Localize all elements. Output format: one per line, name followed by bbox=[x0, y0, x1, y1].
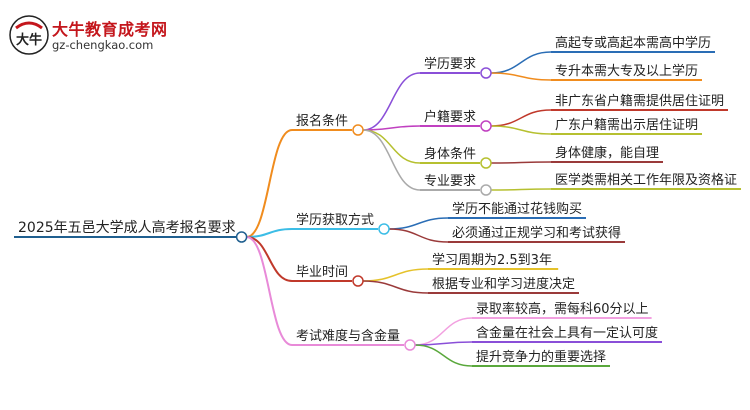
logo-mark-icon: 大牛 bbox=[9, 15, 49, 55]
sub-node-2[interactable]: 身体条件 bbox=[424, 146, 476, 162]
sub-node-0[interactable]: 学历要求 bbox=[424, 56, 476, 72]
leaf-node-0-0-1[interactable]: 专升本需大专及以上学历 bbox=[555, 63, 698, 79]
edge-sub1-leaf-0 bbox=[490, 109, 552, 127]
edge-branch0-sub-0 bbox=[362, 72, 421, 131]
branch-node-0[interactable]: 报名条件 bbox=[296, 113, 348, 129]
leaf-node-0-0-0[interactable]: 高起专或高起本需高中学历 bbox=[555, 35, 711, 51]
logo-url: gz-chengkao.com bbox=[52, 38, 154, 52]
branch-toggle-0[interactable] bbox=[352, 124, 364, 136]
sub-toggle-2[interactable] bbox=[480, 157, 492, 169]
sub-toggle-3[interactable] bbox=[480, 184, 492, 196]
leaf-node-1-1[interactable]: 必须通过正规学习和考试获得 bbox=[452, 225, 621, 241]
leaf-node-3-1[interactable]: 含金量在社会上具有一定认可度 bbox=[476, 325, 658, 341]
edge-root-branch-3 bbox=[246, 236, 293, 346]
leaf-node-0-1-1[interactable]: 广东户籍需出示居住证明 bbox=[555, 117, 698, 133]
logo-mark-text: 大牛 bbox=[16, 32, 42, 48]
edge-branch3-leaf-0 bbox=[414, 317, 473, 346]
root-node[interactable]: 2025年五邑大学成人高考报名要求 bbox=[18, 219, 236, 236]
leaf-node-2-1[interactable]: 根据专业和学习进度决定 bbox=[432, 276, 575, 292]
leaf-node-0-2-0[interactable]: 身体健康，能自理 bbox=[555, 145, 659, 161]
leaf-node-2-0[interactable]: 学习周期为2.5到3年 bbox=[432, 252, 552, 268]
branch-toggle-3[interactable] bbox=[404, 339, 416, 351]
branch-node-1[interactable]: 学历获取方式 bbox=[296, 212, 374, 228]
edge-root-branch-2 bbox=[246, 236, 293, 282]
branch-toggle-1[interactable] bbox=[378, 223, 390, 235]
branch-node-3[interactable]: 考试难度与含金量 bbox=[296, 328, 400, 344]
edge-sub0-leaf-1 bbox=[490, 72, 552, 81]
mindmap-nodes: 2025年五邑大学成人高考报名要求 报名条件 学历要求 高起专或高起本需高中学历专升本… bbox=[18, 35, 737, 365]
root-toggle[interactable] bbox=[235, 231, 248, 243]
edge-branch1-leaf-0 bbox=[388, 217, 449, 230]
edge-branch1-leaf-1 bbox=[388, 228, 449, 243]
site-logo[interactable]: 大牛 大牛教育成考网 gz-chengkao.com bbox=[8, 14, 178, 58]
branch-node-2[interactable]: 毕业时间 bbox=[296, 265, 348, 280]
edge-branch0-sub-3 bbox=[362, 129, 421, 191]
sub-toggle-0[interactable] bbox=[480, 67, 492, 79]
edge-branch0-sub-2 bbox=[362, 129, 421, 164]
edge-branch2-leaf-1 bbox=[362, 280, 429, 294]
branch-toggle-2[interactable] bbox=[352, 275, 364, 287]
edge-sub2-leaf-0 bbox=[490, 161, 552, 164]
edge-sub3-leaf-0 bbox=[490, 188, 552, 191]
sub-toggle-1[interactable] bbox=[480, 120, 492, 132]
leaf-node-0-3-0[interactable]: 医学类需相关工作年限及资格证 bbox=[555, 172, 737, 188]
leaf-node-1-0[interactable]: 学历不能通过花钱购买 bbox=[452, 201, 582, 217]
sub-node-3[interactable]: 专业要求 bbox=[424, 174, 476, 189]
edge-sub1-leaf-1 bbox=[490, 125, 552, 135]
leaf-node-3-2[interactable]: 提升竞争力的重要选择 bbox=[476, 349, 606, 365]
logo-title: 大牛教育成考网 bbox=[52, 20, 168, 39]
edge-sub0-leaf-0 bbox=[490, 51, 552, 74]
mindmap-edges bbox=[14, 51, 741, 367]
leaf-node-0-1-0[interactable]: 非广东省户籍需提供居住证明 bbox=[555, 93, 724, 109]
edge-branch3-leaf-2 bbox=[414, 344, 473, 367]
edge-root-branch-0 bbox=[246, 129, 293, 238]
leaf-node-3-0[interactable]: 录取率较高，需每科60分以上 bbox=[476, 301, 649, 317]
edge-branch2-leaf-0 bbox=[362, 268, 429, 282]
sub-node-1[interactable]: 户籍要求 bbox=[424, 109, 476, 125]
